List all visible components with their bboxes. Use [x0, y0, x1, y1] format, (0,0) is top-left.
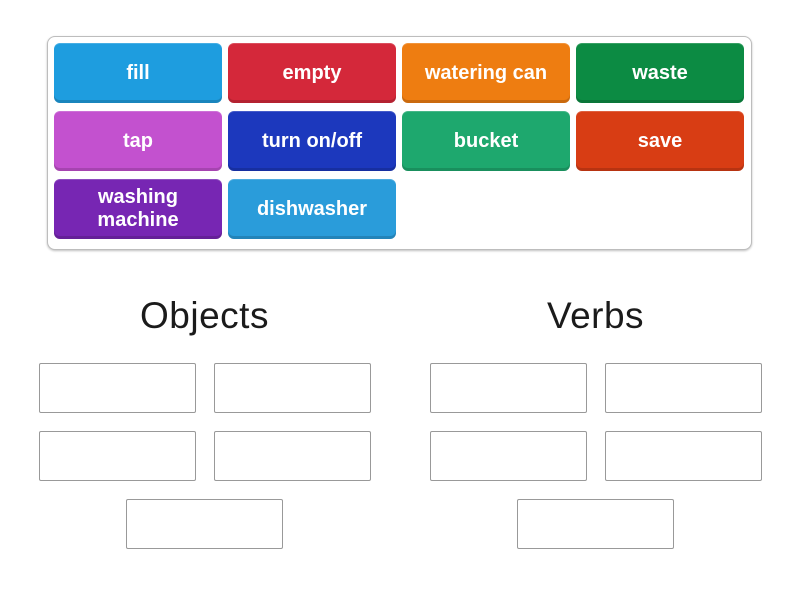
word-tile-washing-machine[interactable]: washing machine — [54, 179, 222, 239]
drop-slot-verbs-3[interactable] — [429, 431, 587, 481]
word-tile-watering-can[interactable]: watering can — [402, 43, 570, 103]
category-group-objects: Objects — [38, 292, 371, 549]
drop-slot-objects-2[interactable] — [213, 363, 371, 413]
drop-slot-objects-5[interactable] — [126, 499, 283, 549]
word-tile-turn-on-off[interactable]: turn on/off — [228, 111, 396, 171]
category-group-verbs: Verbs — [429, 292, 762, 549]
drop-slot-container-objects — [38, 363, 371, 549]
word-tile-waste[interactable]: waste — [576, 43, 744, 103]
drop-slot-container-verbs — [429, 363, 762, 549]
drop-slot-verbs-4[interactable] — [604, 431, 762, 481]
category-title-verbs: Verbs — [546, 295, 645, 336]
word-tile-bucket[interactable]: bucket — [402, 111, 570, 171]
drop-slot-verbs-2[interactable] — [604, 363, 762, 413]
drop-slot-objects-1[interactable] — [38, 363, 196, 413]
drop-slot-objects-3[interactable] — [38, 431, 196, 481]
drop-slot-objects-4[interactable] — [213, 431, 371, 481]
category-title-objects: Objects — [140, 295, 269, 336]
drop-slot-verbs-1[interactable] — [429, 363, 587, 413]
drop-slot-verbs-5[interactable] — [517, 499, 674, 549]
word-tile-tap[interactable]: tap — [54, 111, 222, 171]
word-tile-fill[interactable]: fill — [54, 43, 222, 103]
word-tile-dishwasher[interactable]: dishwasher — [228, 179, 396, 239]
word-tile-save[interactable]: save — [576, 111, 744, 171]
word-tile-empty[interactable]: empty — [228, 43, 396, 103]
